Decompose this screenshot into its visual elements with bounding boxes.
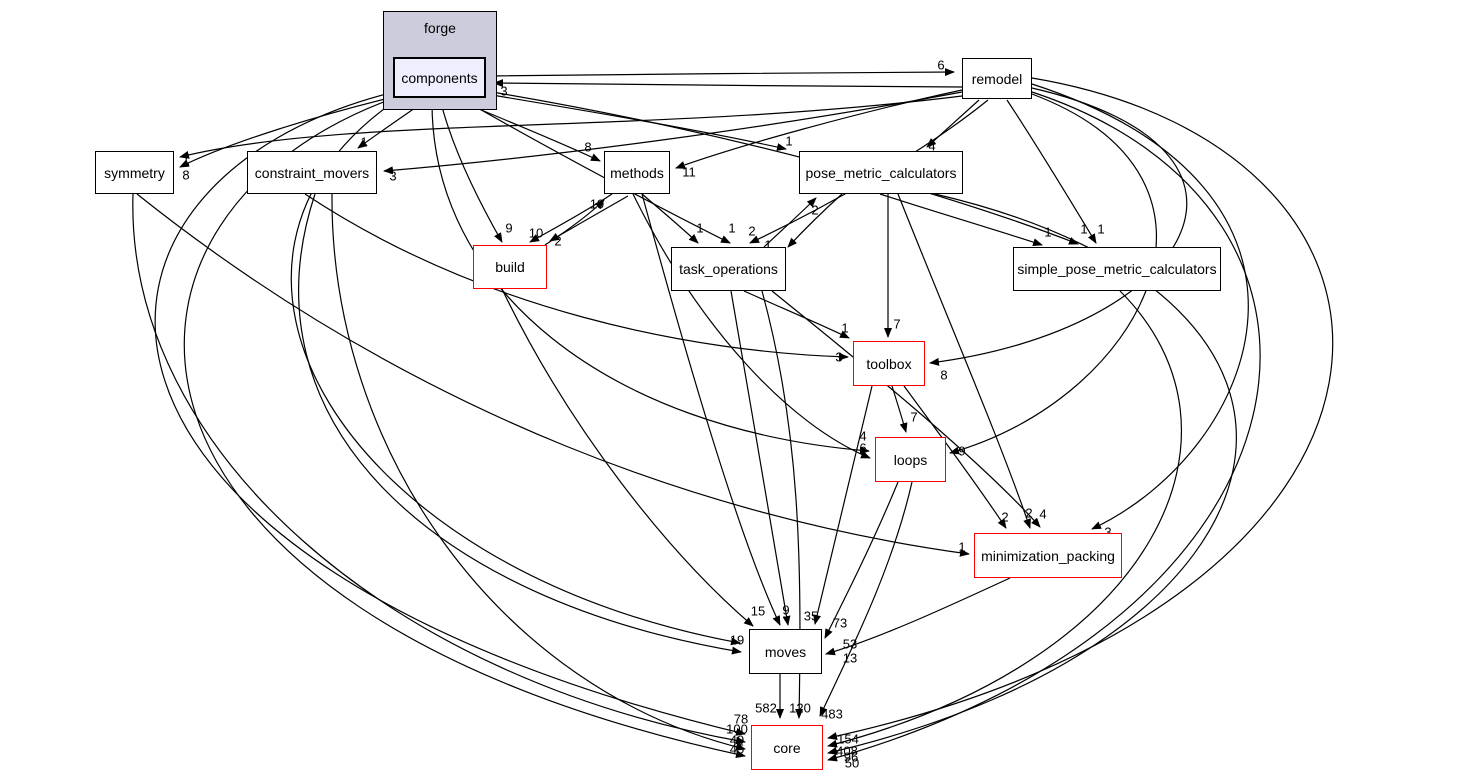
edge-count-label: 96 — [844, 749, 858, 764]
edge-count-label: 50 — [845, 755, 859, 770]
edge-count-label: 19 — [730, 632, 744, 647]
edge-count-label: 3 — [835, 349, 842, 364]
edge-task_operations-to-moves — [730, 290, 791, 626]
edge-count-label: 13 — [843, 650, 857, 665]
edge-count-label: 1 — [360, 134, 367, 149]
edge-count-label: 2 — [1025, 505, 1032, 520]
edge-task_operations-to-pose_metric_calculators — [763, 197, 817, 248]
edge-count-label: 1 — [841, 320, 848, 335]
edge-count-label: 582 — [755, 700, 777, 715]
edge-pose_metric_calculators-to-minimization_packing — [897, 193, 1031, 529]
node-minimization_packing[interactable]: minimization_packing — [974, 533, 1122, 578]
edge-count-label: 45 — [730, 741, 744, 756]
edge-count-label: 11 — [682, 164, 696, 179]
edge-toolbox-to-minimization_packing — [903, 385, 1007, 529]
edge-task_operations-to-toolbox — [743, 290, 850, 339]
edge-count-label: 73 — [833, 615, 847, 630]
edge-count-label: 19 — [590, 196, 604, 211]
edge-count-label: 483 — [821, 706, 843, 721]
edge-task_operations-to-minimization_packing — [771, 290, 1041, 528]
edge-count-label: 78 — [734, 711, 748, 726]
node-loops[interactable]: loops — [875, 437, 946, 482]
edge-pose_metric_calculators-to-simple_pose_metric_calculators — [879, 193, 1043, 247]
edge-count-label: 8 — [182, 167, 189, 182]
edge-count-label: 100 — [726, 721, 748, 736]
edge-loops-to-core — [819, 481, 913, 717]
edge-remodel-to-methods — [675, 89, 963, 169]
edge-components-to-core — [154, 91, 746, 736]
edge-count-label: 10 — [529, 225, 543, 240]
edge-symmetry-to-minimization_packing — [136, 193, 970, 557]
edge-remodel-to-components — [493, 79, 963, 88]
edge-remodel-to-core — [827, 77, 1334, 740]
edge-symmetry-to-core — [132, 193, 746, 745]
edge-count-label: 8 — [584, 139, 591, 154]
edge-count-label: 3 — [389, 168, 396, 183]
edge-count-label: 1 — [958, 539, 965, 554]
edge-simple_pose_metric_calculators-to-core — [827, 290, 1182, 748]
node-constraint_movers[interactable]: constraint_movers — [247, 151, 377, 194]
edge-toolbox-to-moves — [813, 385, 873, 625]
edge-count-label: 8 — [940, 367, 947, 382]
node-task_operations[interactable]: task_operations — [671, 247, 786, 291]
cluster-forge-label: forge — [424, 20, 456, 36]
edge-count-label: 1 — [1044, 224, 1051, 239]
edge-count-label: 15 — [751, 603, 765, 618]
edge-constraint_movers-to-toolbox — [304, 193, 849, 361]
edge-remodel-to-core2 — [827, 91, 1261, 762]
node-build[interactable]: build — [473, 245, 547, 289]
edge-components-to-symmetry — [179, 96, 394, 168]
node-methods[interactable]: methods — [604, 151, 670, 194]
edge-methods-to-moves — [641, 193, 781, 626]
edge-methods-to-build2 — [549, 195, 629, 242]
edge-count-label: 1 — [1080, 221, 1087, 236]
edge-components-to-loops — [431, 98, 870, 455]
edge-components-to-build — [439, 98, 503, 243]
node-toolbox[interactable]: toolbox — [853, 341, 925, 386]
edge-methods-to-task_operations — [641, 193, 699, 244]
edge-count-label: 1 — [182, 152, 189, 167]
edge-remodel-to-minimization_packing — [1031, 83, 1249, 530]
edge-count-label: 2 — [748, 223, 755, 238]
edge-count-label: 1 — [764, 237, 771, 252]
edge-build-to-moves — [501, 288, 754, 627]
edge-count-label: 6 — [937, 57, 944, 72]
edge-remodel-to-toolbox — [929, 87, 1188, 366]
edge-count-label: 3 — [1104, 524, 1111, 539]
node-symmetry[interactable]: symmetry — [95, 151, 174, 194]
edge-minimization_packing-to-moves — [825, 577, 1011, 656]
edge-count-label: 49 — [730, 732, 744, 747]
edge-count-label: 1 — [785, 133, 792, 148]
edge-pose_metric_calculators-to-task_operations — [787, 193, 843, 248]
edge-count-label: 1 — [728, 220, 735, 235]
node-simple_pose_metric_calculators[interactable]: simple_pose_metric_calculators — [1013, 247, 1221, 291]
node-components[interactable]: components — [393, 57, 486, 98]
edge-count-label: 7 — [893, 316, 900, 331]
edge-remodel-to-constraint_movers — [383, 91, 963, 175]
edge-count-label: 2 — [811, 202, 818, 217]
node-core[interactable]: core — [751, 725, 823, 770]
edge-count-label: 4 — [859, 428, 866, 443]
edge-remodel-to-simple_pose_metric_calculators — [1006, 99, 1097, 244]
node-pose_metric_calculators[interactable]: pose_metric_calculators — [799, 151, 963, 194]
node-remodel[interactable]: remodel — [962, 58, 1032, 99]
edge-count-label: 6 — [859, 440, 866, 455]
edge-constraint_movers-to-moves — [298, 193, 742, 655]
edge-count-label: 7 — [910, 409, 917, 424]
edge-methods-to-loops — [632, 193, 871, 459]
edge-count-label: 3 — [500, 83, 507, 98]
edge-count-label: 2 — [1001, 509, 1008, 524]
edge-count-label: 1 — [1097, 221, 1104, 236]
node-moves[interactable]: moves — [749, 629, 822, 674]
edge-count-label: 120 — [789, 700, 811, 715]
edge-count-label: 2 — [554, 233, 561, 248]
edge-loops-to-moves — [824, 481, 899, 639]
edge-constraint_movers-to-core — [331, 193, 746, 751]
edge-count-label: 4 — [928, 138, 935, 153]
edge-count-label: 4 — [1039, 506, 1046, 521]
edge-count-label: 9 — [505, 220, 512, 235]
edge-components-to-remodel — [485, 68, 955, 77]
